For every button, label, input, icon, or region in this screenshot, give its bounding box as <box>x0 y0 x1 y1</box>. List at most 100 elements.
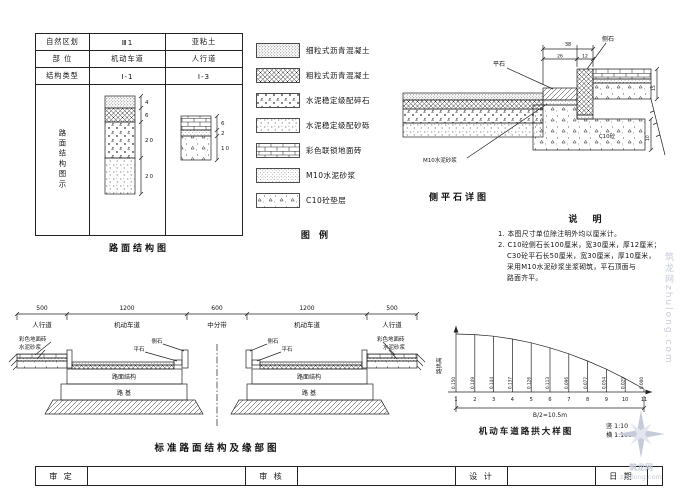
offset-label: 0.144 <box>489 377 494 389</box>
side-stone-label: 侧石 <box>602 35 614 43</box>
dim-label: 15 <box>651 85 657 91</box>
title-block-label-shending: 审 定 <box>36 467 88 485</box>
axis-arrow-up <box>453 326 459 333</box>
curb-detail-geometry <box>402 42 666 159</box>
offset-label: 0.150 <box>451 377 456 389</box>
road-section-caption: 标准路面结构及缘部图 <box>153 442 279 454</box>
offset-label: 0.137 <box>508 377 513 389</box>
legend-label: C10砼垫层 <box>306 196 347 205</box>
title-block-value <box>508 467 596 485</box>
camber-geometry <box>448 326 652 412</box>
table-cell: Ⅰ-3 <box>166 68 242 85</box>
dim-label: 20 <box>145 138 154 144</box>
dim-label: 12 <box>582 54 588 60</box>
dim-label: 6 <box>221 121 226 127</box>
legend-swatch-coarse-asphalt <box>256 68 300 83</box>
diagram-row-label: 路面结构图示 <box>58 129 68 191</box>
walk-structure-diagram: 6 2 10 <box>166 85 242 235</box>
legend-swatch-stab-stone <box>256 93 300 108</box>
notes-title: 说 明 <box>568 215 608 225</box>
zone-label: 机动车道 <box>114 320 141 329</box>
dim-label: 38 <box>565 42 571 48</box>
walk-layers <box>180 113 220 163</box>
dim-label: 4 <box>145 100 150 106</box>
offset-label: 0.113 <box>545 377 550 389</box>
legend-item: 粗粒式沥青混凝土 <box>256 63 396 88</box>
offset-label: 0.096 <box>564 377 569 389</box>
point-number: 8 <box>586 397 589 403</box>
curb-detail-drawing: 38 26 12 15 10 平石 侧石 M10水泥砂浆 C10砼 侧平石详图 <box>402 35 666 203</box>
notes-line: C30砼平石长50厘米，宽30厘米，厚10厘米， <box>507 251 656 260</box>
subgrade-box-label: 路 基 <box>302 389 316 397</box>
title-block-label-shenhe: 审 核 <box>246 467 298 485</box>
table-cell: 人行道 <box>166 51 242 68</box>
zone-label: 中分带 <box>207 320 227 329</box>
concrete-label: C10砼 <box>599 132 616 140</box>
table-cell: 部 位 <box>36 51 90 68</box>
flat-stone-label: 平石 <box>493 61 505 68</box>
legend-swatch-brick <box>256 143 300 158</box>
point-number: 3 <box>492 397 495 403</box>
legend-label: 水泥稳定级配砂砾 <box>306 121 370 130</box>
point-number: 6 <box>548 397 551 403</box>
scale-vertical: 竖 1:10 <box>606 422 628 430</box>
flat-stone-label: 平石 <box>281 346 293 353</box>
dim-label: 500 <box>386 305 398 312</box>
offset-label: 0.149 <box>470 377 475 389</box>
scale-horizontal: 横 1:100 <box>606 431 632 439</box>
legend-label: M10水泥砂浆 <box>306 171 356 180</box>
structure-box-label: 路面结构 <box>112 373 136 381</box>
legend-label: 彩色联锁地面砖 <box>306 146 362 155</box>
notes-line: 1. 本图尺寸单位除注明外均以厘米计。 <box>498 230 622 238</box>
dim-label: 600 <box>211 305 223 312</box>
offset-label: 0.077 <box>583 377 588 389</box>
table-cell: 机动车道 <box>90 51 166 68</box>
brick-label: 彩色地面砖 <box>377 335 405 343</box>
structure-table-caption: 路面结构图 <box>108 244 169 254</box>
offset-label: 0.000 <box>639 377 644 389</box>
flat-stone-label: 平石 <box>133 346 145 353</box>
legend-item: M10水泥砂浆 <box>256 163 396 188</box>
dim-label: 20 <box>145 174 154 180</box>
table-cell: 结构类型 <box>36 68 90 85</box>
structure-type-table: 自然区划 Ⅲ1 亚粘土 部 位 机动车道 人行道 结构类型 Ⅰ-1 Ⅰ-3 路面… <box>35 33 243 236</box>
axis-arrow-right <box>645 389 652 395</box>
title-block-value <box>298 467 456 485</box>
point-number: 1 <box>454 397 457 403</box>
notes-line: 路面齐平。 <box>507 273 543 282</box>
point-number: 4 <box>511 397 514 403</box>
notes-line: 采用M10水泥砂浆坐浆砌筑，平石顶面与 <box>507 262 636 271</box>
point-number: 9 <box>605 397 608 403</box>
legend-label: 水泥稳定级配碎石 <box>306 96 370 105</box>
legend-item: C10砼垫层 <box>256 188 396 213</box>
point-number: 5 <box>530 397 533 403</box>
watermark-site-url: zhulong.com <box>620 473 662 481</box>
dim-label: 26 <box>557 54 563 60</box>
span-dim-label: B/2=10.5m <box>533 412 567 419</box>
offset-label: 0.029 <box>620 377 625 389</box>
watermark-side-text: 筑龙网zhulong.com <box>663 252 673 365</box>
point-number: 2 <box>473 397 476 403</box>
zone-label: 人行道 <box>32 320 52 329</box>
legend-label: 粗粒式沥青混凝土 <box>306 71 370 80</box>
point-number: 11 <box>641 397 647 403</box>
walk-layer-stack-drawing: 6 2 10 <box>180 113 229 163</box>
side-stone-label: 侧石 <box>151 337 163 345</box>
point-number: 10 <box>622 397 628 403</box>
mortar-label: 水泥砂浆 <box>19 343 42 351</box>
structure-box-label: 路面结构 <box>297 373 321 381</box>
legend-item: 水泥稳定级配砂砾 <box>256 113 396 138</box>
table-cell: Ⅲ1 <box>90 34 166 51</box>
legend-item: 彩色联锁地面砖 <box>256 138 396 163</box>
title-block: 审 定 审 核 设 计 日 期 <box>35 466 663 486</box>
road-section-geometry <box>8 311 426 415</box>
table-cell: Ⅰ-1 <box>90 68 166 85</box>
legend-swatch-stab-gravel <box>256 118 300 133</box>
camber-diagram-drawing: 0.149 0.144 0.137 0.126 0.113 0.096 0.07… <box>435 326 652 439</box>
road-cross-section-drawing: 500 1200 600 1200 500 人行道 机动车道 中分带 机动车道 … <box>8 305 426 454</box>
legend-swatch-concrete <box>256 193 300 208</box>
legend-swatch-mortar <box>256 168 300 183</box>
compass-logo-icon <box>617 410 665 458</box>
lane-layers <box>104 93 143 197</box>
